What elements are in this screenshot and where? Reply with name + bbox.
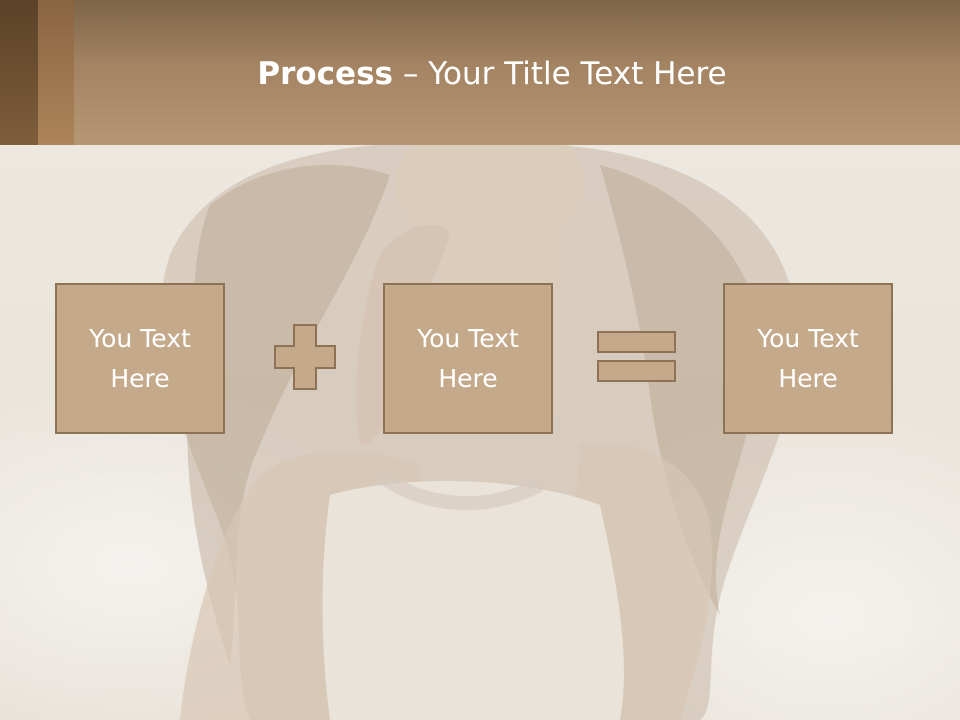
banner-accent-strip-light	[38, 0, 74, 145]
process-box-2[interactable]: You Text Here	[383, 283, 553, 434]
process-box-3[interactable]: You Text Here	[723, 283, 893, 434]
process-box-2-text: You Text Here	[417, 323, 519, 393]
equals-icon	[597, 331, 676, 382]
process-box-1-text: You Text Here	[89, 323, 191, 393]
slide-title-rest: – Your Title Text Here	[393, 56, 727, 92]
slide-title: Process – Your Title Text Here	[74, 52, 910, 96]
process-box-3-text: You Text Here	[757, 323, 859, 393]
banner-accent-strip	[0, 0, 38, 145]
process-box-1[interactable]: You Text Here	[55, 283, 225, 434]
plus-icon	[274, 324, 336, 390]
slide-title-bold: Process	[257, 56, 393, 92]
title-banner: Process – Your Title Text Here	[0, 0, 960, 145]
